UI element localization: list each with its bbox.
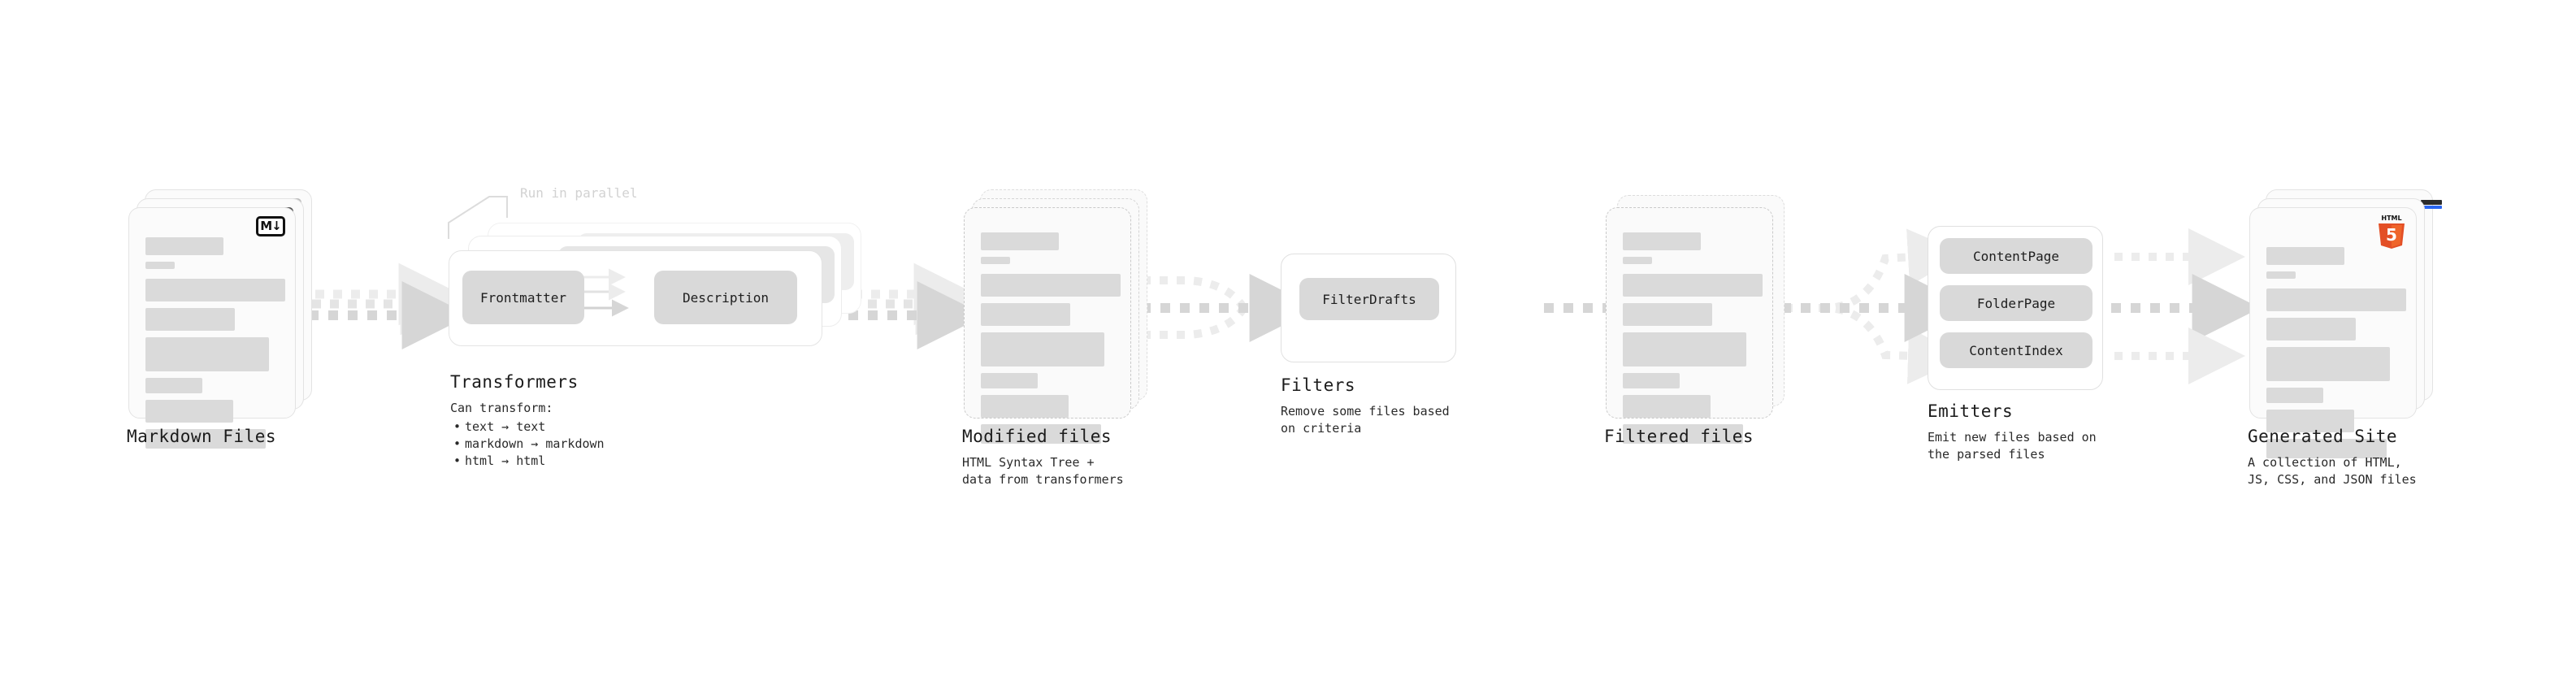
stage-title: Transformers: [450, 372, 579, 392]
transformer-node-description[interactable]: Description: [654, 271, 797, 324]
subtitle-line: JS, CSS, and JSON files: [2248, 472, 2417, 487]
skeleton-bars: [2266, 247, 2406, 458]
emitter-node-contentindex[interactable]: ContentIndex: [1940, 332, 2092, 368]
subtitle-line: Emit new files based on: [1928, 430, 2097, 445]
document-card-front: HTML 5: [2249, 207, 2417, 458]
stage-title: Markdown Files: [127, 427, 277, 446]
stage-title: Generated Site: [2248, 427, 2398, 446]
document-card-front: [964, 207, 1131, 444]
subtitle-line: on criteria: [1281, 421, 1362, 436]
stage-title: Modified files: [962, 427, 1112, 446]
stage-title: Filters: [1281, 375, 1356, 395]
can-transform-label: Can transform:: [450, 401, 553, 415]
stage-filters-box[interactable]: FilterDrafts: [1281, 254, 1456, 362]
subtitle-line: Remove some files based: [1281, 404, 1450, 419]
emitter-node-contentpage[interactable]: ContentPage: [1940, 238, 2092, 274]
skeleton-bars: [145, 237, 285, 449]
stage-subtitle: A collection of HTML, JS, CSS, and JSON …: [2248, 454, 2417, 488]
subtitle-line: data from transformers: [962, 472, 1124, 487]
stage-subtitle: Remove some files based on criteria: [1281, 403, 1450, 437]
markdown-icon-glyph: M↓: [256, 216, 285, 236]
caption-transformers: Transformers Can transform: text → text …: [450, 372, 605, 470]
stage-title: Filtered files: [1604, 427, 1754, 446]
connector-emitters-to-site: [2111, 228, 2261, 384]
run-in-parallel-label: Run in parallel: [520, 185, 638, 201]
html5-icon-glyph: HTML 5: [2379, 215, 2405, 249]
transform-list-item: text → text: [453, 419, 605, 436]
subtitle-line: A collection of HTML,: [2248, 455, 2402, 470]
transformer-card-front[interactable]: Frontmatter Description: [449, 250, 822, 346]
connector-modified-to-filters: [1141, 274, 1318, 342]
svg-text:5: 5: [2386, 225, 2397, 245]
subtitle-line: the parsed files: [1928, 447, 2045, 462]
connector-md-to-transformers: [309, 262, 471, 349]
caption-filters: Filters Remove some files based on crite…: [1281, 375, 1450, 437]
document-card-front: [1606, 207, 1773, 444]
stage-subtitle: HTML Syntax Tree + data from transformer…: [962, 454, 1124, 488]
caption-markdown-files: Markdown Files: [127, 427, 276, 446]
stage-subtitle: Can transform: text → text markdown → ma…: [450, 400, 605, 470]
stage-subtitle: Emit new files based on the parsed files: [1928, 429, 2097, 463]
stage-title: Emitters: [1928, 401, 2014, 421]
caption-generated-site: Generated Site A collection of HTML, JS,…: [2248, 427, 2417, 488]
transform-list: text → text markdown → markdown html → h…: [450, 419, 605, 470]
emitter-node-folderpage[interactable]: FolderPage: [1940, 285, 2092, 321]
subtitle-line: HTML Syntax Tree +: [962, 455, 1095, 470]
skeleton-bars: [981, 232, 1121, 444]
caption-filtered-files: Filtered files: [1604, 427, 1754, 446]
caption-modified-files: Modified files HTML Syntax Tree + data f…: [962, 427, 1124, 488]
skeleton-bars: [1623, 232, 1763, 444]
filter-node-filterdrafts[interactable]: FilterDrafts: [1299, 278, 1439, 320]
svg-text:HTML: HTML: [2381, 215, 2401, 222]
caption-emitters: Emitters Emit new files based on the par…: [1928, 401, 2097, 463]
transform-list-item: markdown → markdown: [453, 436, 605, 453]
transform-list-item: html → html: [453, 453, 605, 470]
transformer-node-frontmatter[interactable]: Frontmatter: [462, 271, 584, 324]
markdown-icon: M↓: [256, 216, 285, 236]
stage-emitters-box[interactable]: ContentPage FolderPage ContentIndex: [1928, 226, 2103, 390]
connector-filtered-to-emitters: [1781, 228, 1973, 384]
document-card-front: M↓: [128, 207, 296, 449]
